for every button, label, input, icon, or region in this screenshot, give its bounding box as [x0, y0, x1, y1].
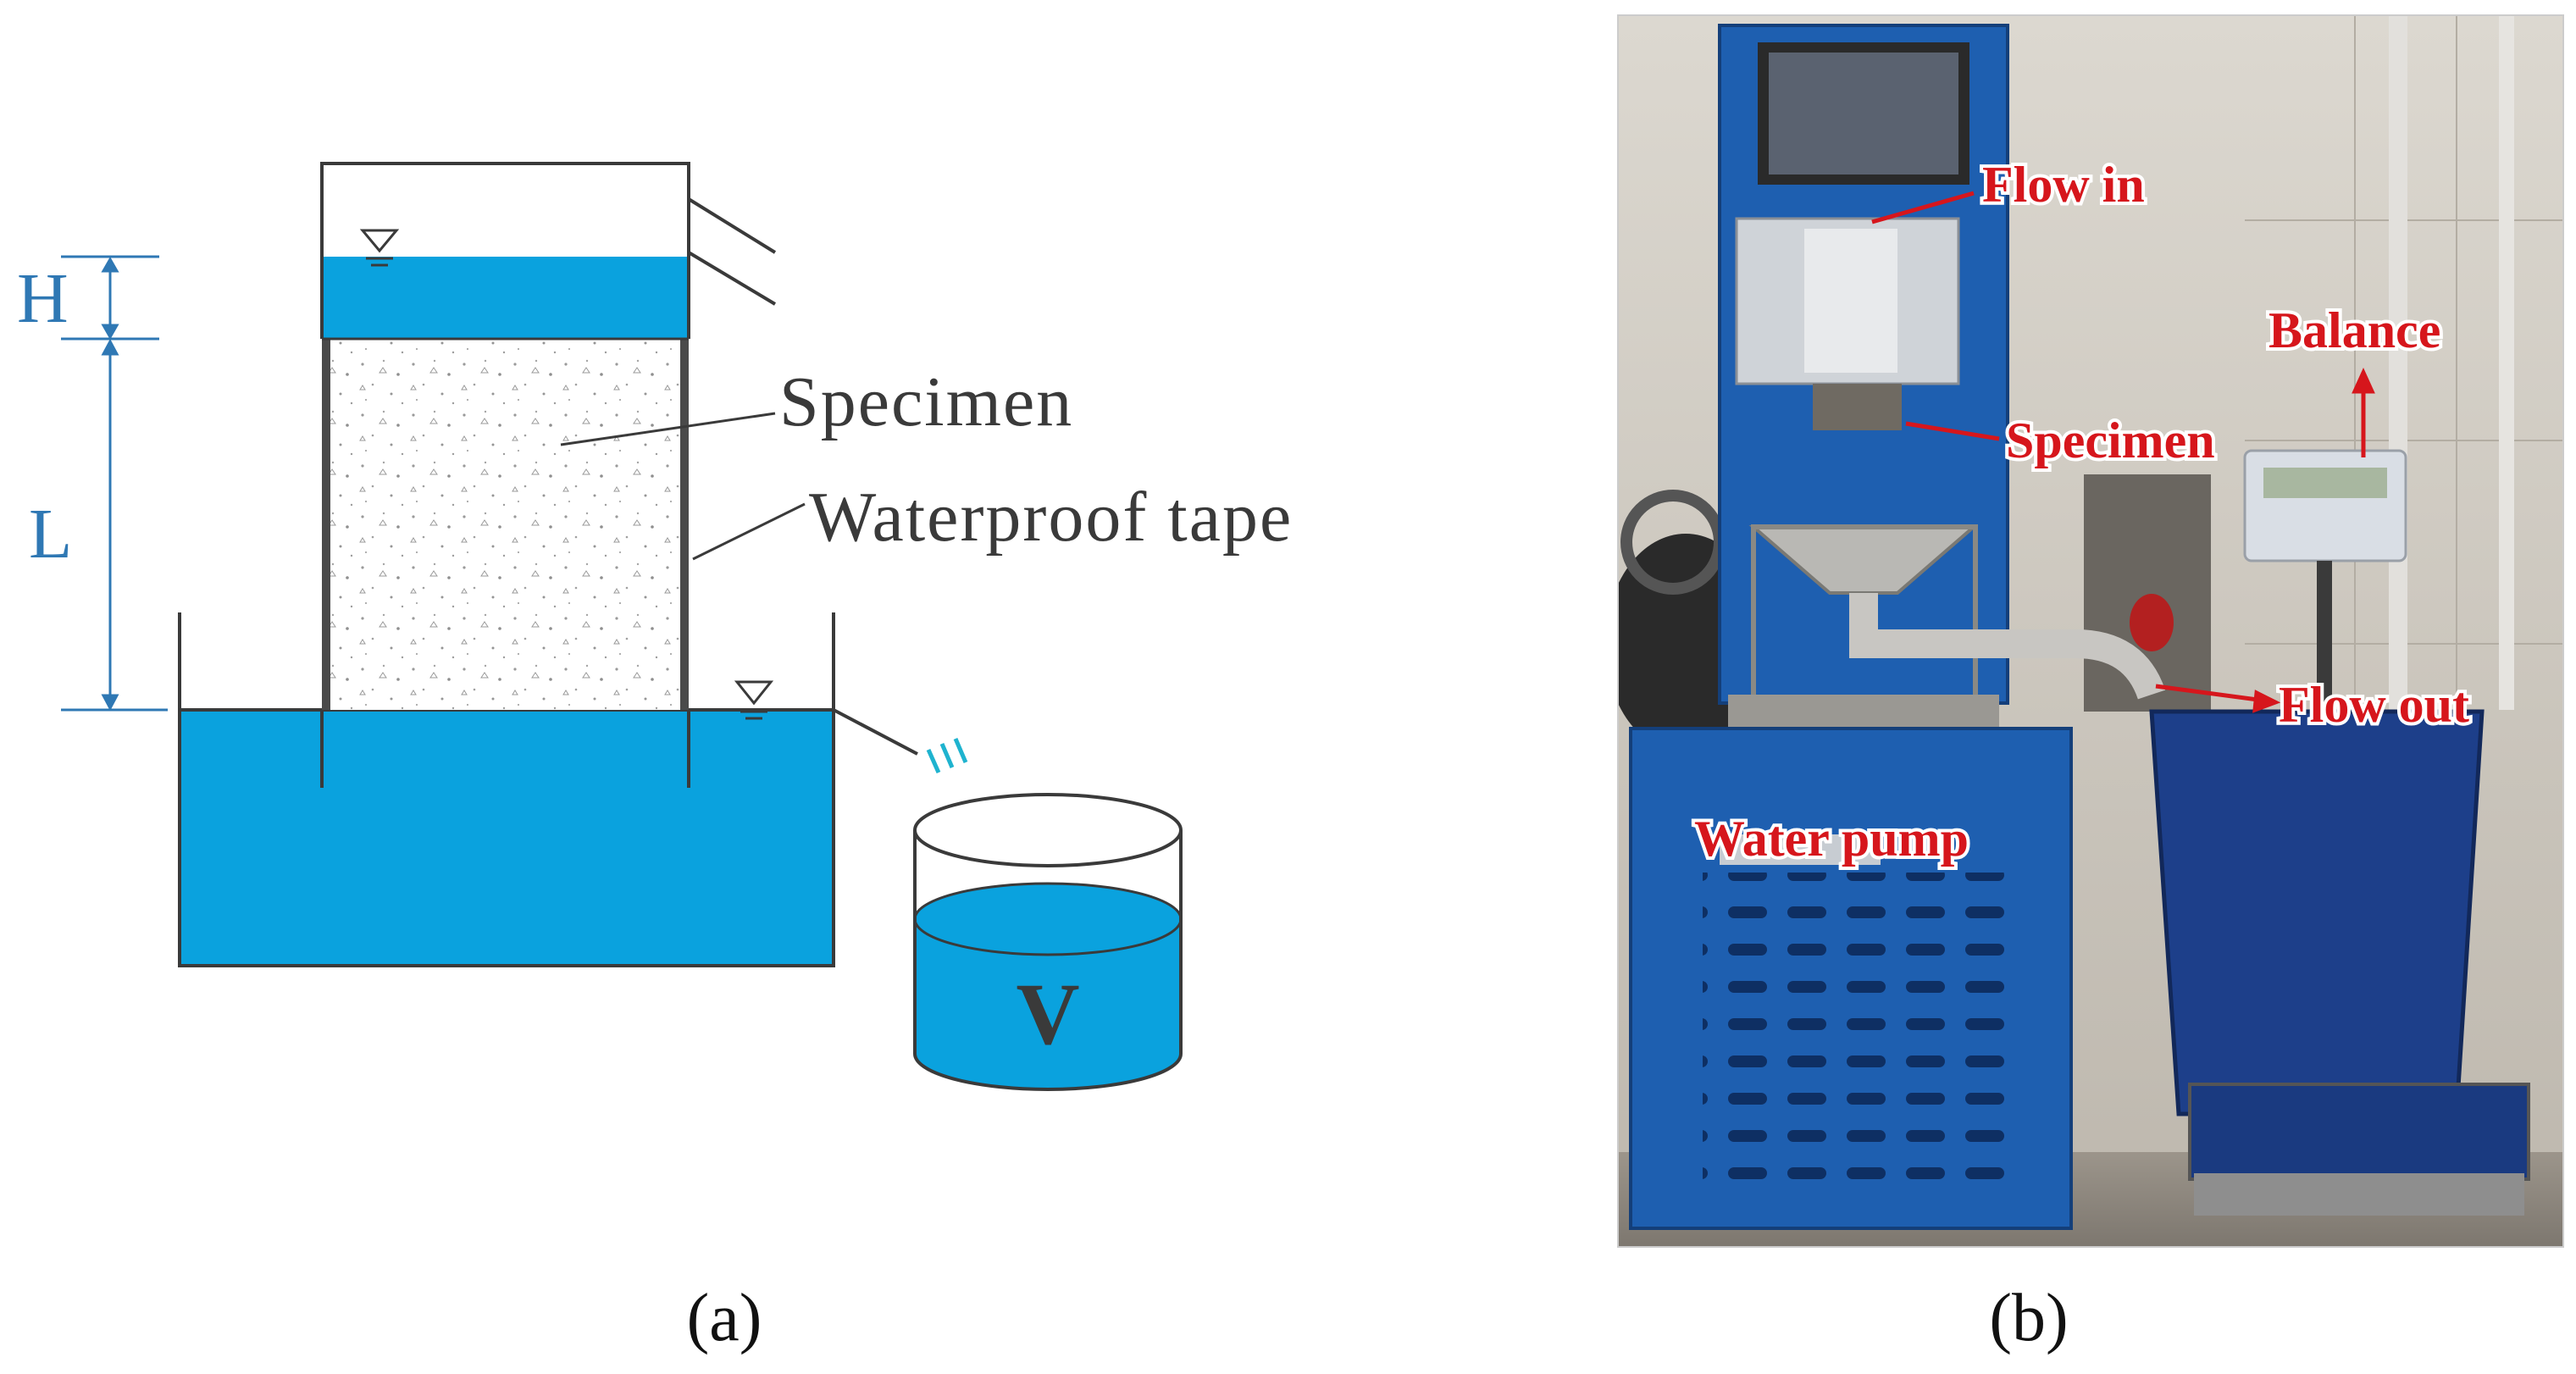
- photo-border: [1617, 14, 2564, 1248]
- water-drip: [926, 738, 968, 774]
- pump-grille: [1703, 873, 2025, 1203]
- upper-reservoir-wall: [320, 162, 690, 339]
- permeameter-window: [1804, 229, 1897, 373]
- wall-pipe-1: [2389, 15, 2407, 710]
- pump-nameplate: [1720, 834, 1881, 865]
- panel-b-photo: Flow in Balance Specimen Flow out Water …: [1617, 14, 2564, 1355]
- upper-water-layer: [322, 257, 690, 339]
- overflow-pipe-bottom: [687, 251, 777, 306]
- label-balance: Balance: [2269, 302, 2440, 358]
- outlet-pipe: [1849, 593, 2166, 700]
- dimension-label-l: L: [29, 495, 72, 573]
- water-level-symbol-lower: [734, 680, 774, 720]
- label-specimen: Specimen: [2006, 413, 2215, 468]
- balance-display: [2243, 449, 2407, 562]
- waterproof-tape-left: [322, 339, 330, 710]
- wall-pipe-2: [2499, 15, 2514, 710]
- dimension-label-h: H: [17, 259, 69, 338]
- panel-a-schematic: H L Specimen Waterproof tape V (a): [17, 162, 1293, 1355]
- specimen-holder: [1813, 384, 1902, 430]
- tape-leader-line: [692, 502, 806, 561]
- balance-platform: [2188, 1083, 2530, 1181]
- lower-water-tank: [178, 708, 835, 967]
- specimen-body: [330, 339, 680, 710]
- red-valve: [2130, 594, 2174, 651]
- funnel-base: [1728, 695, 1999, 729]
- collecting-basket: [2149, 709, 2485, 1116]
- balance-pole: [2317, 561, 2332, 730]
- caption-b: (b): [1989, 1281, 2068, 1355]
- specimen-leader-line: [560, 412, 776, 446]
- label-flow-out: Flow out: [2279, 677, 2469, 733]
- waterproof-tape-right: [680, 339, 689, 710]
- specimen-callout: Specimen: [779, 363, 1073, 441]
- overflow-pipe-top: [687, 197, 777, 254]
- balance-base: [2194, 1173, 2524, 1216]
- label-flow-in: Flow in: [1982, 157, 2145, 213]
- water-level-symbol-upper: [359, 229, 400, 267]
- waterproof-tape-callout: Waterproof tape: [809, 478, 1293, 557]
- volume-label-v: V: [1016, 966, 1079, 1063]
- touch-screen: [1769, 53, 1958, 175]
- label-water-pump: Water pump: [1694, 811, 1969, 867]
- caption-a: (a): [687, 1281, 762, 1355]
- collecting-cylinder: [913, 793, 1183, 1091]
- annotation-arrows: [1871, 191, 2375, 713]
- dimension-lines: [61, 255, 168, 712]
- balance-screen: [2263, 468, 2387, 498]
- tank-outlet-pipe: [833, 708, 918, 756]
